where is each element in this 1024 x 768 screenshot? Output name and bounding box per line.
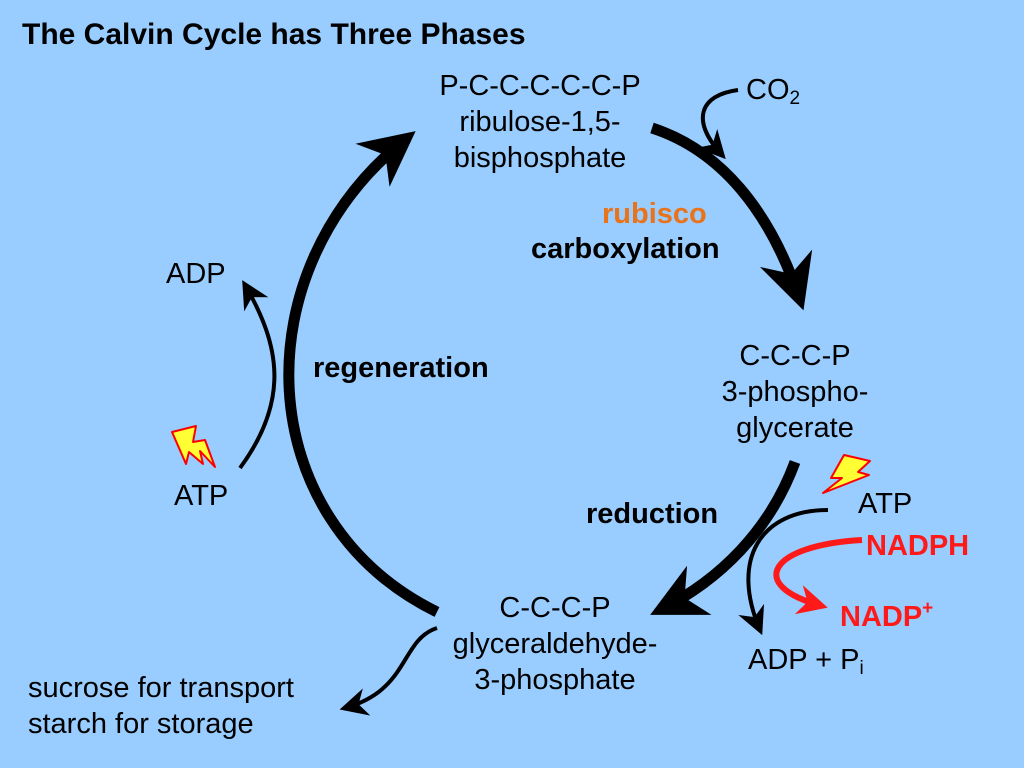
lightning-icon	[822, 454, 871, 494]
atp-to-adp-arrow	[738, 508, 829, 636]
adp-pi-label: ADP + Pi	[748, 642, 864, 687]
carboxylation-label: carboxylation	[531, 233, 720, 265]
regeneration-arrow	[283, 131, 440, 617]
g3p-name-line2: 3-phosphate	[474, 664, 636, 696]
nadp-superscript: +	[922, 598, 934, 619]
output-arrow	[339, 626, 438, 716]
g3p-label: C-C-C-P glyceraldehyde- 3-phosphate	[430, 590, 680, 698]
pga-name-line1: 3-phospho-	[721, 376, 869, 408]
co2-input-arrow	[696, 88, 739, 160]
output-line2: starch for storage	[28, 708, 254, 740]
rubp-label: P-C-C-C-C-C-P ribulose-1,5- bisphosphate	[420, 68, 660, 176]
nadph-label: NADPH	[866, 530, 970, 562]
rubp-name-line1: ribulose-1,5-	[459, 106, 621, 138]
rubp-formula: P-C-C-C-C-C-P	[439, 70, 641, 102]
nadp-label: NADP+	[840, 598, 933, 634]
nadph-to-nadp-arrow	[773, 537, 863, 615]
page-title: The Calvin Cycle has Three Phases	[22, 18, 526, 51]
pga-label: C-C-C-P 3-phospho- glycerate	[700, 338, 890, 446]
pga-name-line2: glycerate	[736, 412, 854, 444]
reduction-arrow	[650, 460, 801, 615]
rubisco-label: rubisco	[602, 198, 707, 230]
adp-left-label: ADP	[166, 258, 226, 290]
atp-left-label: ATP	[174, 480, 229, 512]
g3p-name-line1: glyceraldehyde-	[452, 628, 658, 660]
carboxylation-arrow	[650, 122, 813, 311]
output-label: sucrose for transport starch for storage	[28, 670, 294, 742]
output-line1: sucrose for transport	[28, 672, 294, 704]
nadp-base: NADP	[840, 601, 923, 633]
co2-label: CO2	[746, 72, 800, 117]
atp-to-adp-left-arrow	[238, 280, 277, 470]
lightning-icon	[171, 425, 216, 468]
reduction-label: reduction	[586, 498, 719, 530]
adp-pi-subscript: i	[859, 658, 864, 679]
regeneration-label: regeneration	[313, 352, 489, 384]
rubp-name-line2: bisphosphate	[453, 142, 627, 174]
co2-subscript: 2	[789, 88, 801, 109]
atp-right-label: ATP	[858, 488, 913, 520]
pga-formula: C-C-C-P	[739, 340, 851, 372]
g3p-formula: C-C-C-P	[499, 592, 611, 624]
co2-base: CO	[746, 74, 790, 106]
adp-pi-base: ADP + P	[748, 644, 860, 676]
